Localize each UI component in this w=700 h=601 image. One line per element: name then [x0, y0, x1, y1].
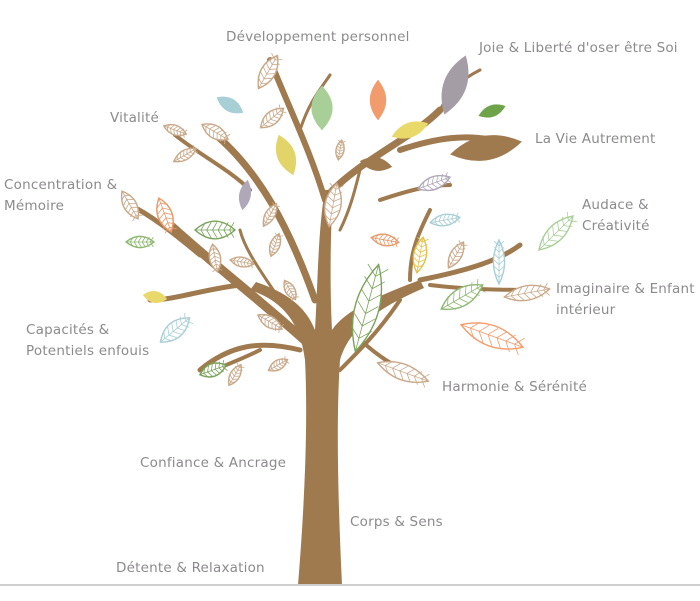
leaf-icon: [447, 240, 468, 270]
leaf-icon: [335, 139, 346, 161]
leaf-icon: [441, 55, 469, 115]
label-line: Créativité: [582, 218, 650, 234]
label-developpement-personnel[interactable]: Développement personnel: [226, 29, 410, 45]
tree-branch: [417, 242, 523, 283]
label-line: Mémoire: [4, 198, 65, 214]
label-line: Audace &: [582, 197, 649, 213]
ground-line: [0, 584, 700, 586]
leaf-icon: [238, 179, 252, 211]
leaf-icon: [159, 312, 194, 343]
leaf-icon: [283, 279, 299, 302]
leaf-icon: [275, 134, 297, 176]
label-harmonie-serenite[interactable]: Harmonie & Sérénité: [442, 379, 588, 395]
leaf-icon: [268, 232, 283, 258]
leaf-icon: [359, 157, 393, 171]
leaf-icon: [208, 243, 223, 273]
label-concentration-memoire[interactable]: Concentration & Mémoire: [4, 175, 117, 217]
leaf-icon: [450, 135, 522, 161]
label-vitalite[interactable]: Vitalité: [110, 110, 159, 126]
leaf-icon: [538, 211, 578, 251]
leaf-icon: [440, 278, 486, 311]
leaf-icon: [198, 360, 228, 378]
tree-branch: [238, 228, 282, 302]
label-line: Capacités &: [26, 322, 110, 338]
tree-branch: [408, 208, 432, 282]
leaf-icon: [257, 53, 283, 90]
leaf-icon: [201, 123, 231, 144]
label-line: intérieur: [556, 302, 616, 318]
leaf-icon: [416, 172, 452, 192]
leaf-icon: [311, 85, 333, 131]
label-joie-liberte[interactable]: Joie & Liberté d'oser être Soi: [479, 40, 678, 56]
tree-branch: [267, 57, 328, 203]
tree-branch: [197, 342, 303, 373]
leaf-icon: [162, 123, 188, 138]
tree-trunk: [250, 190, 424, 585]
leaf-icon: [323, 182, 344, 228]
leaf-icon: [262, 202, 280, 228]
leaf-icon: [492, 238, 506, 286]
tree-leaves: [120, 53, 578, 388]
label-audace-creativite[interactable]: Audace & Créativité: [582, 195, 650, 237]
leaf-icon: [124, 235, 156, 249]
tree-branch: [324, 106, 444, 199]
leaf-icon: [142, 291, 168, 303]
label-line: Imaginaire & Enfant: [556, 281, 695, 297]
leaf-icon: [459, 321, 525, 356]
label-vie-autrement[interactable]: La Vie Autrement: [535, 131, 656, 147]
label-line: Potentiels enfouis: [26, 343, 150, 359]
leaf-icon: [267, 356, 290, 372]
leaf-icon: [412, 236, 429, 274]
leaf-icon: [120, 190, 143, 222]
leaf-icon: [376, 360, 430, 388]
leaf-icon: [172, 145, 198, 163]
leaf-icon: [229, 256, 255, 269]
tree-branch: [338, 168, 362, 232]
leaf-icon: [503, 282, 551, 302]
label-imaginaire-enfant-interieur[interactable]: Imaginaire & Enfant intérieur: [556, 279, 695, 321]
tree-branch: [338, 298, 402, 372]
leaf-icon: [478, 104, 506, 118]
leaf-icon: [370, 233, 400, 248]
leaf-icon: [259, 104, 287, 129]
label-detente-relaxation[interactable]: Détente & Relaxation: [116, 560, 265, 576]
label-corps-sens[interactable]: Corps & Sens: [350, 514, 443, 530]
leaf-icon: [155, 197, 177, 234]
tree-branch: [206, 126, 319, 304]
leaf-icon: [216, 96, 244, 114]
leaf-icon: [256, 313, 285, 333]
leaf-icon: [369, 79, 387, 121]
leaf-icon: [429, 212, 461, 227]
leaf-icon: [227, 362, 245, 387]
leaf-icon: [391, 121, 429, 139]
leaf-icon: [350, 263, 389, 353]
label-line: Concentration &: [4, 177, 118, 193]
label-confiance-ancrage[interactable]: Confiance & Ancrage: [140, 455, 287, 471]
label-capacites-potentiels[interactable]: Capacités & Potentiels enfouis: [26, 320, 149, 362]
leaf-icon: [193, 220, 237, 240]
